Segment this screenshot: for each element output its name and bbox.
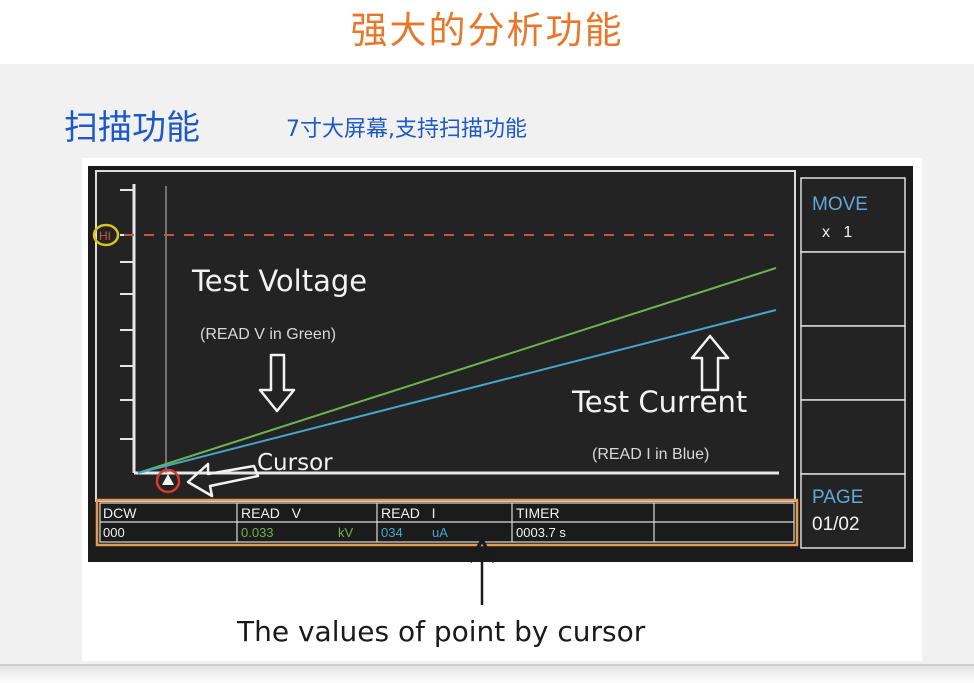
cursor-values-highlight	[95, 498, 799, 547]
table-header-cell: READ I	[381, 505, 435, 521]
instrument-screen-svg: HI Test Voltage (READ V in Green) Test C…	[88, 166, 913, 648]
up-arrow-icon	[468, 538, 496, 563]
header-band	[0, 0, 974, 64]
cursor-highlight-circle	[155, 468, 181, 494]
softkey-2[interactable]	[800, 251, 906, 327]
page-label: PAGE	[812, 487, 863, 508]
read-v-unit: kV	[338, 525, 354, 540]
test-voltage-label: Test Voltage	[191, 264, 367, 298]
cursor-label: Cursor	[257, 450, 333, 476]
table-header-cell: TIMER	[516, 505, 560, 521]
table-value-cell: 000	[103, 525, 125, 540]
timer-value: 0003.7 s	[516, 525, 566, 540]
instrument-figure: HI Test Voltage (READ V in Green) Test C…	[82, 158, 922, 661]
read-i-value: 034	[381, 525, 403, 540]
table-header-cell: READ V	[241, 505, 302, 521]
down-arrow-icon	[258, 353, 296, 413]
softkey-3[interactable]	[800, 325, 906, 401]
page-softkey[interactable]	[800, 473, 906, 549]
page-title: 强大的分析功能	[350, 9, 624, 52]
read-i-note: (READ I in Blue)	[592, 446, 709, 463]
cursor-triangle-icon	[162, 474, 174, 485]
voltage-line	[137, 267, 777, 474]
section-subtitle: 7寸大屏幕,支持扫描功能	[286, 117, 527, 142]
hi-highlight-circle	[92, 223, 120, 247]
page-value: 01/02	[812, 514, 860, 535]
table-header-cell: DCW	[103, 505, 137, 521]
move-softkey[interactable]	[800, 177, 906, 253]
hi-label: HI	[99, 229, 111, 243]
section-title: 扫描功能	[64, 108, 200, 148]
up-arrow-icon	[690, 334, 730, 392]
move-value: x 1	[822, 224, 852, 241]
plot-area	[95, 170, 796, 502]
read-v-value: 0.033	[241, 525, 274, 540]
figure-caption: The values of point by cursor	[236, 615, 646, 648]
read-v-note: (READ V in Green)	[200, 326, 336, 343]
bottom-shadow	[0, 666, 974, 683]
move-label: MOVE	[812, 194, 868, 215]
current-line	[137, 309, 777, 474]
read-i-unit: uA	[432, 525, 448, 540]
bottom-divider	[0, 664, 974, 666]
softkey-4[interactable]	[800, 399, 906, 475]
left-arrow-icon	[186, 462, 260, 498]
test-current-label: Test Current	[571, 385, 747, 419]
